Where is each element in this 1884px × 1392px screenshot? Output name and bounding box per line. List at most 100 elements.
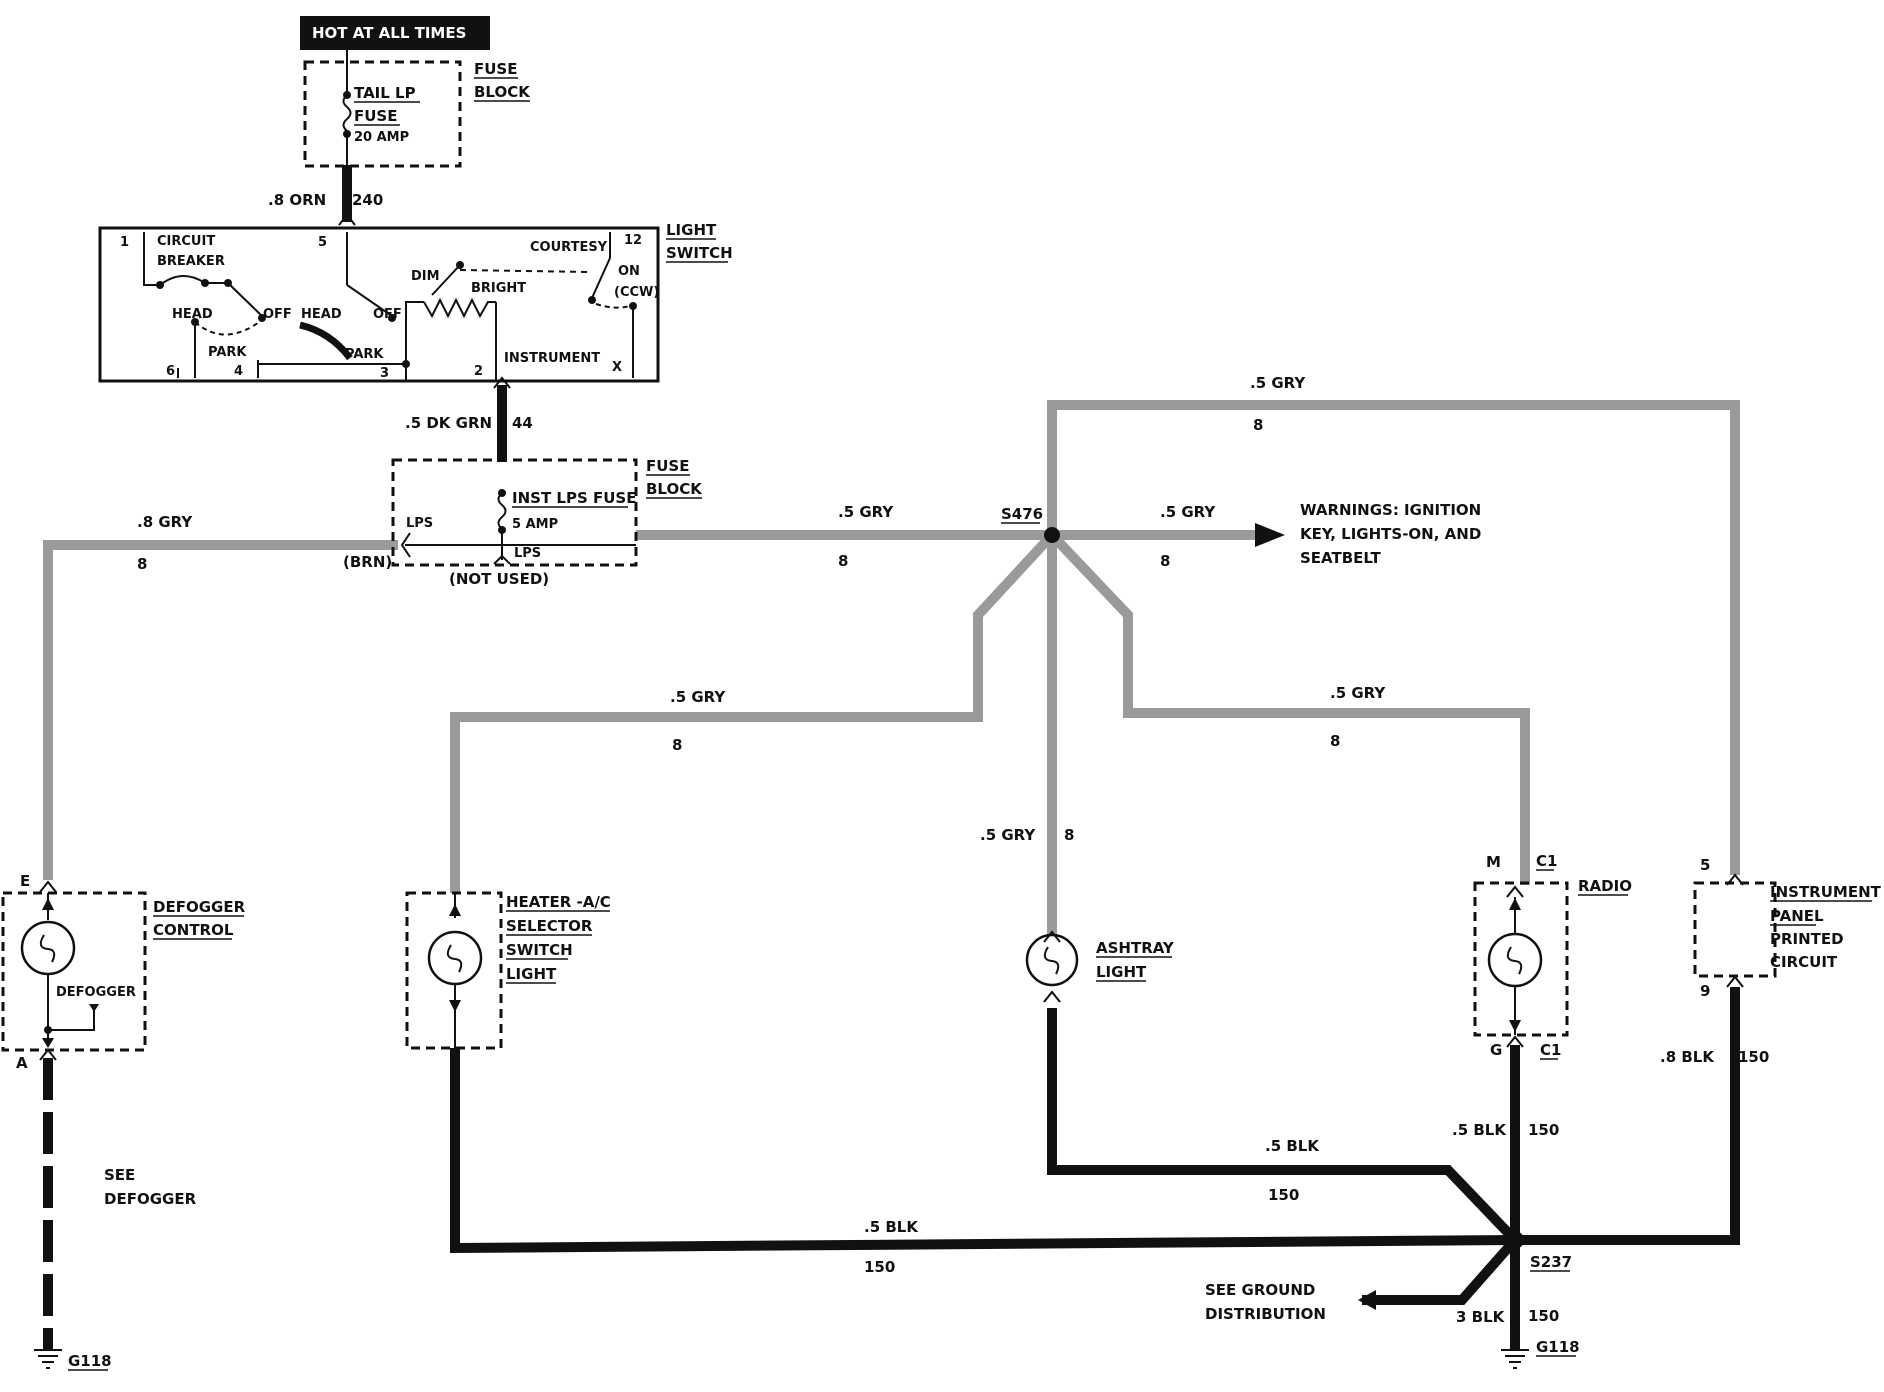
circuit-breaker-icon <box>159 275 206 286</box>
tail-lp-rating: 20 AMP <box>354 130 409 145</box>
ipc-label-3: PRINTED <box>1770 930 1844 948</box>
dashed-link <box>459 269 591 273</box>
head-park-contact <box>299 321 353 361</box>
node <box>388 314 396 322</box>
bulb-filament-icon <box>39 934 56 963</box>
rheostat-icon <box>423 297 496 319</box>
gry-fuse-splice-circuit: 8 <box>838 552 848 570</box>
splice-s237-label: S237 <box>1530 1253 1572 1271</box>
gry-warnings-circuit: 8 <box>1160 552 1170 570</box>
defogger-control-box <box>1 891 147 1052</box>
ls-off-label-1: OFF <box>263 307 292 322</box>
splice-s237 <box>1506 1231 1524 1249</box>
ls-bright-label: BRIGHT <box>471 281 526 296</box>
ls-pin-5: 5 <box>318 235 327 250</box>
radio-label: RADIO <box>1578 877 1632 895</box>
ipc-pin-5: 5 <box>1700 856 1710 874</box>
fuse-mid-brn: (BRN) <box>343 553 392 571</box>
wire-blk-ashtray <box>1047 1008 1519 1244</box>
ashtray-label-1: ASHTRAY <box>1096 939 1175 957</box>
bulb-filament-icon <box>1043 946 1060 975</box>
ls-ccw-label: (CCW) <box>614 285 659 300</box>
ls-dim-label: DIM <box>411 269 440 284</box>
arrow-down-icon <box>1509 1020 1521 1032</box>
ls-circuit-label: CIRCUIT <box>157 234 215 249</box>
fuse-block-mid-title-1: FUSE <box>646 457 689 475</box>
gry-ashtray-circuit: 8 <box>1064 826 1074 844</box>
radio-conn-c1-top: C1 <box>1536 852 1557 870</box>
heater-label-2: SELECTOR <box>506 917 593 935</box>
black-wires <box>43 165 1740 1350</box>
cb-lead <box>143 232 160 286</box>
arrow-up-icon <box>449 904 461 916</box>
see-ground-2: DISTRIBUTION <box>1205 1305 1326 1323</box>
ipc-label-4: CIRCUIT <box>1770 953 1838 971</box>
courtesy-blade <box>591 257 611 299</box>
tail-lp-fuse-icon <box>342 94 352 132</box>
connector-5-top <box>338 213 356 226</box>
ls-pin-x: X <box>612 360 622 375</box>
light-switch-box <box>98 226 660 383</box>
lps-terminal <box>400 532 411 558</box>
radio-box <box>1473 881 1569 1037</box>
radio-top-connector <box>1506 885 1524 898</box>
node <box>456 261 464 269</box>
heater-label-1: HEATER -A/C <box>506 893 611 911</box>
gry-fuse-splice-size: .5 GRY <box>838 503 894 521</box>
splice-s476 <box>1044 527 1060 543</box>
ls-pin-1: 1 <box>120 235 129 250</box>
wire-gry-top-run <box>1047 400 1740 875</box>
ipc-bottom-connector <box>1726 975 1744 988</box>
fuse-block-top-title-1: FUSE <box>474 60 517 78</box>
ls-on-label: ON <box>618 264 640 279</box>
fuse-block-mid-box <box>391 458 638 567</box>
defogger-bottom-connector <box>39 1048 57 1061</box>
radio-pin-g: G <box>1490 1041 1502 1059</box>
ls-head-label-1: HEAD <box>172 307 213 322</box>
defogger-title-1: DEFOGGER <box>153 898 246 916</box>
gry-heater-size: .5 GRY <box>670 688 726 706</box>
ls-pin-4: 4 <box>234 364 243 379</box>
ls-breaker-label: BREAKER <box>157 254 225 269</box>
ls-instrument-label: INSTRUMENT <box>504 351 600 366</box>
light-switch-internal-circuit <box>143 232 637 380</box>
defogger-top-connector <box>39 880 57 893</box>
wire-gry-heater <box>450 531 1056 893</box>
inst-lps-rating: 5 AMP <box>512 517 558 532</box>
light-switch-title-2: SWITCH <box>666 244 733 262</box>
ls-courtesy-label: COURTESY <box>530 240 608 255</box>
fuse-mid-not-used: (NOT USED) <box>449 570 549 588</box>
wire-blk-heater <box>450 1048 1516 1254</box>
blk-ashtray-circuit: 150 <box>1268 1186 1299 1204</box>
arrow-down-icon <box>42 1038 54 1048</box>
ground-icon <box>1501 1349 1529 1369</box>
gry-top-run-size: .5 GRY <box>1250 374 1306 392</box>
grey-wires <box>43 400 1740 935</box>
ls-park-label-2: PARK <box>345 347 384 362</box>
ground-g118-right: G118 <box>1536 1338 1580 1356</box>
ipc-box <box>1693 881 1777 978</box>
ipc-pin-9: 9 <box>1700 982 1710 1000</box>
wire-dkgrn-size: .5 DK GRN <box>405 414 492 432</box>
radio-conn-c1-bottom: C1 <box>1540 1041 1561 1059</box>
wire-dkgrn-circuit: 44 <box>512 414 533 432</box>
ashtray-label-2: LIGHT <box>1096 963 1147 981</box>
wire-blk-ground-dist <box>1362 1236 1519 1305</box>
tail-lp-label-2: FUSE <box>354 107 397 125</box>
defogger-title-2: CONTROL <box>153 921 234 939</box>
blk-ashtray-size: .5 BLK <box>1265 1137 1320 1155</box>
warnings-label-3: SEATBELT <box>1300 549 1381 567</box>
wire-gry-radio <box>1048 531 1530 885</box>
node <box>156 281 164 289</box>
defogger-pin-a: A <box>16 1054 28 1072</box>
arrow-up-icon <box>42 898 54 910</box>
wire-orn-size: .8 ORN <box>268 191 326 209</box>
blk-ground-size: 3 BLK <box>1456 1308 1506 1326</box>
ashtray-bottom-connector <box>1043 990 1061 1003</box>
radio-bottom-connector <box>1506 1035 1524 1048</box>
node <box>588 296 596 304</box>
see-ground-1: SEE GROUND <box>1205 1281 1315 1299</box>
bulb-filament-icon <box>446 944 463 973</box>
fuse-mid-lps-left: LPS <box>406 516 433 531</box>
gry-left-size: .8 GRY <box>137 513 193 531</box>
